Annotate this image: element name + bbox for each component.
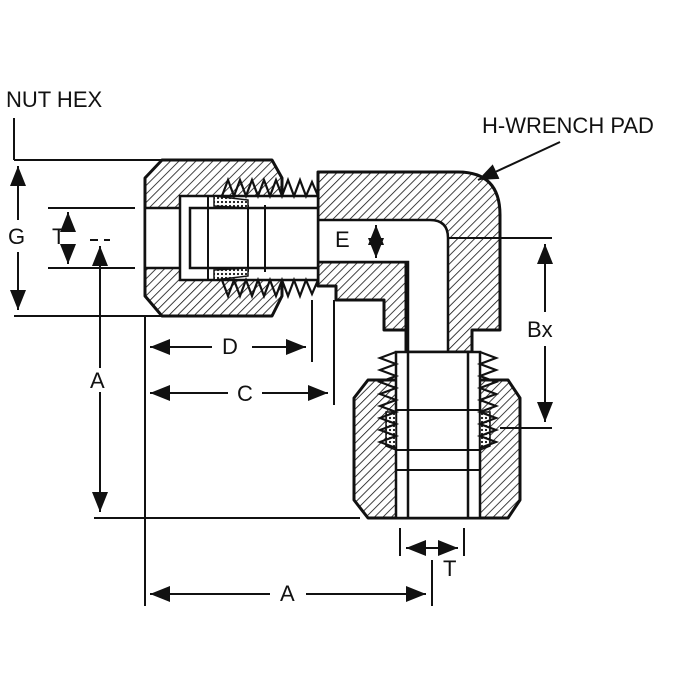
bottom-thread-left (376, 350, 400, 450)
d-label: D (222, 334, 238, 359)
bx-label: Bx (527, 317, 553, 342)
g-label: G (8, 224, 25, 249)
a-vertical-label: A (90, 368, 105, 393)
e-label: E (335, 227, 350, 252)
nut-hex-label: NUT HEX (6, 87, 102, 112)
t-left-label: T (52, 224, 65, 249)
elbow-bore (316, 218, 450, 354)
t-bottom-label: T (443, 556, 456, 581)
left-thread-top (220, 176, 320, 200)
left-ferrule-bottom (213, 267, 249, 281)
bottom-tube-inner (406, 350, 470, 520)
h-wrench-pad-label: H-WRENCH PAD (482, 113, 654, 138)
left-tube-inner (188, 206, 320, 270)
a-horizontal-label: A (280, 581, 295, 606)
left-thread-bottom (220, 276, 320, 300)
c-label: C (237, 381, 253, 406)
left-ferrule-top (213, 195, 249, 209)
bottom-thread-right (476, 350, 500, 450)
